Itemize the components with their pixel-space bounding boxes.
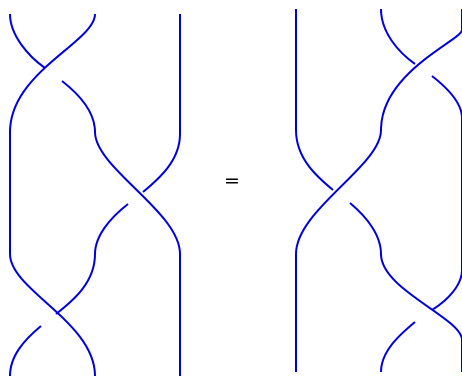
right-braid-crossing-2-under-upper xyxy=(295,129,334,191)
right-braid-crossing-3-under-lower xyxy=(380,321,416,373)
left-braid-crossing-1-under-lower xyxy=(61,80,96,133)
equals-sign: = xyxy=(224,170,240,192)
right-braid-crossing-3-under-upper xyxy=(431,256,462,311)
left-braid-crossing-2-over xyxy=(94,131,181,255)
left-braid-crossing-1-under-upper xyxy=(9,13,46,69)
left-braid-crossing-3-over xyxy=(9,253,96,376)
right-braid-crossing-1-under-upper xyxy=(380,8,416,65)
left-braid-crossing-1-over xyxy=(9,13,96,133)
left-braid xyxy=(9,13,181,376)
left-braid-crossing-3-under-upper xyxy=(55,253,96,315)
right-braid xyxy=(295,8,462,373)
right-braid-crossing-3-over xyxy=(380,253,462,372)
right-braid-crossing-1-under-lower xyxy=(431,75,462,119)
right-braid-crossing-2-under-lower xyxy=(349,202,382,255)
right-braid-crossing-2-over xyxy=(295,129,382,255)
left-braid-crossing-2-under-upper xyxy=(142,133,181,193)
left-braid-crossing-3-under-lower xyxy=(9,325,42,376)
right-braid-crossing-1-over xyxy=(380,9,462,131)
left-braid-crossing-2-under-lower xyxy=(94,203,129,255)
